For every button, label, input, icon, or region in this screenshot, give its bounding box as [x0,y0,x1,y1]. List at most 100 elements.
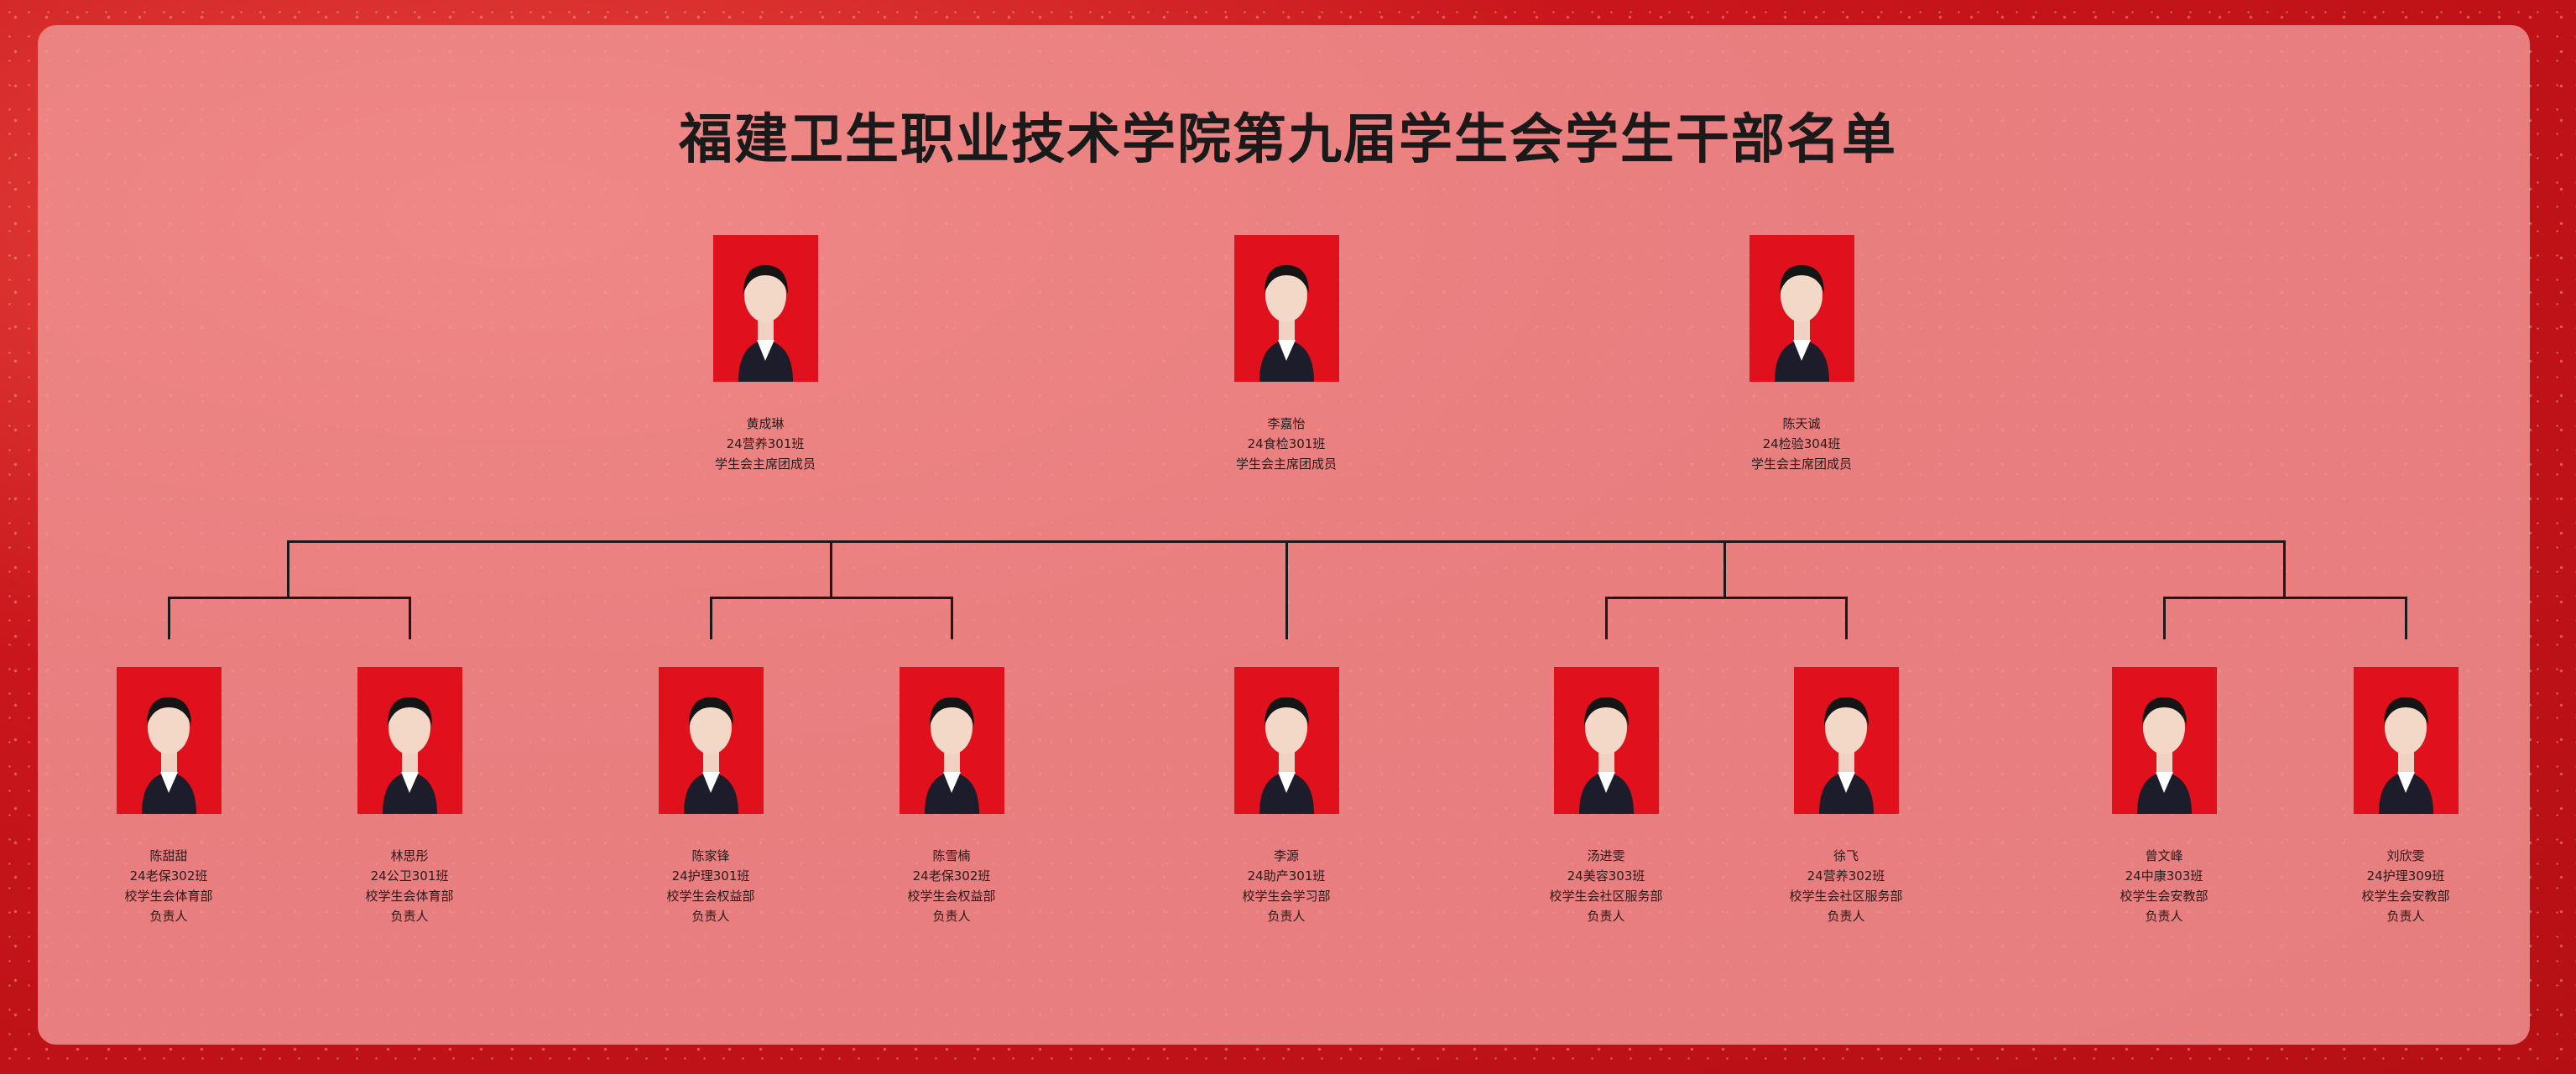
department-head-card: 徐飞 24营养302班校学生会社区服务部负责人 [1754,667,1938,926]
member-role: 负责人 [691,909,730,924]
member-photo [1749,235,1854,382]
member-dept: 校学生会社区服务部 [1549,889,1663,904]
member-photo [116,667,222,814]
connector-line [2163,597,2166,639]
connector-line [951,597,953,639]
department-head-card: 李源 24助产301班校学生会学习部负责人 [1194,667,1379,926]
member-name: 陈甜甜 [149,848,188,863]
member-photo [2353,667,2459,814]
member-class: 24护理301班 [671,868,750,884]
connector-line [1606,597,1848,599]
member-photo [1793,667,1899,814]
department-head-card: 曾文峰 24中康303班校学生会安教部负责人 [2072,667,2256,926]
member-name: 徐飞 [1833,848,1859,863]
member-photo [899,667,1004,814]
connector-line [1845,597,1848,639]
presidium-card: 陈天诚 24检验304班学生会主席团成员 [1709,235,1894,474]
member-role: 学生会主席团成员 [714,456,816,472]
connector-line [2283,540,2286,597]
member-class: 24护理309班 [2366,868,2445,884]
member-class: 24检验304班 [1762,436,1841,451]
member-photo [357,667,462,814]
member-name: 刘欣雯 [2386,848,2425,863]
department-head-card: 刘欣雯 24护理309班校学生会安教部负责人 [2313,667,2498,926]
member-role: 负责人 [149,909,188,924]
member-class: 24食检301班 [1247,436,1326,451]
member-info: 陈甜甜 24老保302班校学生会体育部负责人 [76,846,261,926]
connector-line [169,597,411,599]
department-head-card: 林思彤 24公卫301班校学生会体育部负责人 [317,667,502,926]
member-photo [712,235,818,382]
member-name: 黄成琳 [746,416,785,431]
member-info: 汤进雯 24美容303班校学生会社区服务部负责人 [1514,846,1698,926]
member-role: 负责人 [2386,909,2425,924]
member-role: 负责人 [1267,909,1306,924]
content-panel [38,25,2530,1045]
connector-line [1285,540,1288,639]
member-photo [1233,235,1339,382]
member-class: 24老保302班 [129,868,208,884]
member-photo [1233,667,1339,814]
member-class: 24营养301班 [726,436,805,451]
member-dept: 校学生会体育部 [365,889,454,904]
department-head-card: 汤进雯 24美容303班校学生会社区服务部负责人 [1514,667,1698,926]
member-class: 24公卫301班 [370,868,449,884]
member-role: 学生会主席团成员 [1750,456,1852,472]
member-info: 林思彤 24公卫301班校学生会体育部负责人 [317,846,502,926]
member-role: 负责人 [390,909,429,924]
connector-line [710,597,712,639]
department-head-card: 陈雪楠 24老保302班校学生会权益部负责人 [859,667,1044,926]
member-info: 黄成琳 24营养301班学生会主席团成员 [673,414,858,474]
connector-line [409,597,411,639]
connector-line [711,597,953,599]
member-dept: 校学生会权益部 [666,889,755,904]
member-class: 24老保302班 [912,868,991,884]
member-role: 负责人 [1587,909,1625,924]
member-info: 徐飞 24营养302班校学生会社区服务部负责人 [1754,846,1938,926]
member-role: 学生会主席团成员 [1235,456,1337,472]
member-info: 曾文峰 24中康303班校学生会安教部负责人 [2072,846,2256,926]
member-dept: 校学生会社区服务部 [1789,889,1903,904]
member-info: 李嘉怡 24食检301班学生会主席团成员 [1194,414,1379,474]
member-name: 汤进雯 [1587,848,1625,863]
member-role: 负责人 [932,909,971,924]
member-name: 李源 [1273,848,1299,863]
member-name: 曾文峰 [2145,848,2183,863]
department-head-card: 陈家锋 24护理301班校学生会权益部负责人 [618,667,803,926]
connector-line [168,597,170,639]
member-name: 陈天诚 [1782,416,1821,431]
member-info: 陈雪楠 24老保302班校学生会权益部负责人 [859,846,1044,926]
member-role: 负责人 [2145,909,2183,924]
member-dept: 校学生会安教部 [2361,889,2450,904]
member-dept: 校学生会学习部 [1242,889,1331,904]
member-role: 负责人 [1827,909,1865,924]
connector-line [2405,597,2407,639]
member-class: 24美容303班 [1567,868,1645,884]
member-dept: 校学生会体育部 [124,889,213,904]
presidium-card: 李嘉怡 24食检301班学生会主席团成员 [1194,235,1379,474]
member-name: 陈家锋 [691,848,730,863]
presidium-card: 黄成琳 24营养301班学生会主席团成员 [673,235,858,474]
member-dept: 校学生会权益部 [907,889,996,904]
page-title: 福建卫生职业技术学院第九届学生会学生干部名单 [679,109,1897,171]
member-info: 李源 24助产301班校学生会学习部负责人 [1194,846,1379,926]
connector-line [2164,597,2407,599]
member-name: 林思彤 [390,848,429,863]
member-name: 陈雪楠 [932,848,971,863]
member-class: 24中康303班 [2125,868,2203,884]
member-class: 24助产301班 [1247,868,1326,884]
connector-line [1723,540,1726,597]
member-photo [2111,667,2217,814]
member-info: 刘欣雯 24护理309班校学生会安教部负责人 [2313,846,2498,926]
member-dept: 校学生会安教部 [2120,889,2208,904]
connector-line [1605,597,1608,639]
department-head-card: 陈甜甜 24老保302班校学生会体育部负责人 [76,667,261,926]
member-photo [658,667,764,814]
member-class: 24营养302班 [1807,868,1885,884]
connector-line [287,540,289,597]
member-photo [1553,667,1659,814]
member-info: 陈天诚 24检验304班学生会主席团成员 [1709,414,1894,474]
connector-line [830,540,832,597]
member-info: 陈家锋 24护理301班校学生会权益部负责人 [618,846,803,926]
member-name: 李嘉怡 [1267,416,1306,431]
